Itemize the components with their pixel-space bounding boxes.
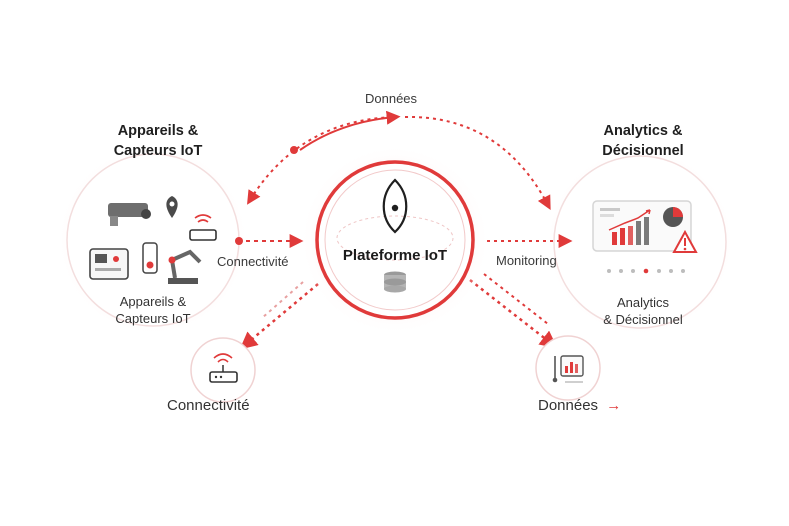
analytics-sublabel-line1: Analytics	[616, 295, 670, 310]
devices-sublabel-line1: Appareils &	[119, 294, 187, 309]
devices-title-line2: Capteurs IoT	[113, 143, 203, 159]
platform-node	[300, 145, 490, 335]
right-connector-label: Monitoring	[496, 253, 557, 268]
top-data-arc	[247, 110, 551, 210]
router-icon	[189, 214, 217, 241]
devices-title-line1: Appareils &	[117, 123, 199, 139]
devices-sublabel-line2: Capteurs IoT	[115, 311, 191, 326]
connectivity-label: Connectivité	[167, 397, 250, 414]
location-pin-icon	[166, 196, 178, 218]
connectivity-node	[190, 337, 256, 403]
devices-sublabel: Appareils & Capteurs IoT	[98, 293, 208, 327]
dashboard-icon	[592, 200, 698, 274]
platform-eye-icon	[382, 178, 408, 234]
analytics-title: Analytics & Décisionnel	[573, 121, 713, 161]
thermometer-icon	[142, 242, 158, 274]
left-connector	[235, 234, 304, 248]
security-camera-icon	[108, 203, 151, 226]
control-panel-icon	[89, 248, 129, 280]
devices-icons	[89, 196, 217, 284]
data-label: Données →	[538, 397, 621, 414]
data-label-text: Données	[538, 397, 599, 414]
wifi-router-icon	[209, 353, 238, 383]
analytics-title-line1: Analytics &	[603, 123, 683, 139]
top-arc-label: Données	[365, 91, 418, 106]
pager-dots	[607, 268, 685, 274]
devices-title: Appareils & Capteurs IoT	[88, 121, 228, 161]
platform-label: Plateforme IoT	[342, 247, 448, 264]
arrow-right-icon: →	[606, 397, 622, 414]
robot-arm-icon	[168, 249, 202, 284]
sensor-chart-icon	[552, 355, 584, 383]
data-node	[535, 335, 601, 401]
analytics-title-line2: Décisionnel	[602, 143, 684, 159]
left-connector-label: Connectivité	[217, 254, 289, 269]
analytics-sublabel-line2: & Décisionnel	[603, 312, 683, 327]
database-icon	[384, 271, 406, 293]
bottom-right-connector	[469, 273, 558, 349]
analytics-sublabel: Analytics & Décisionnel	[588, 294, 698, 328]
bottom-left-connector	[239, 281, 319, 350]
